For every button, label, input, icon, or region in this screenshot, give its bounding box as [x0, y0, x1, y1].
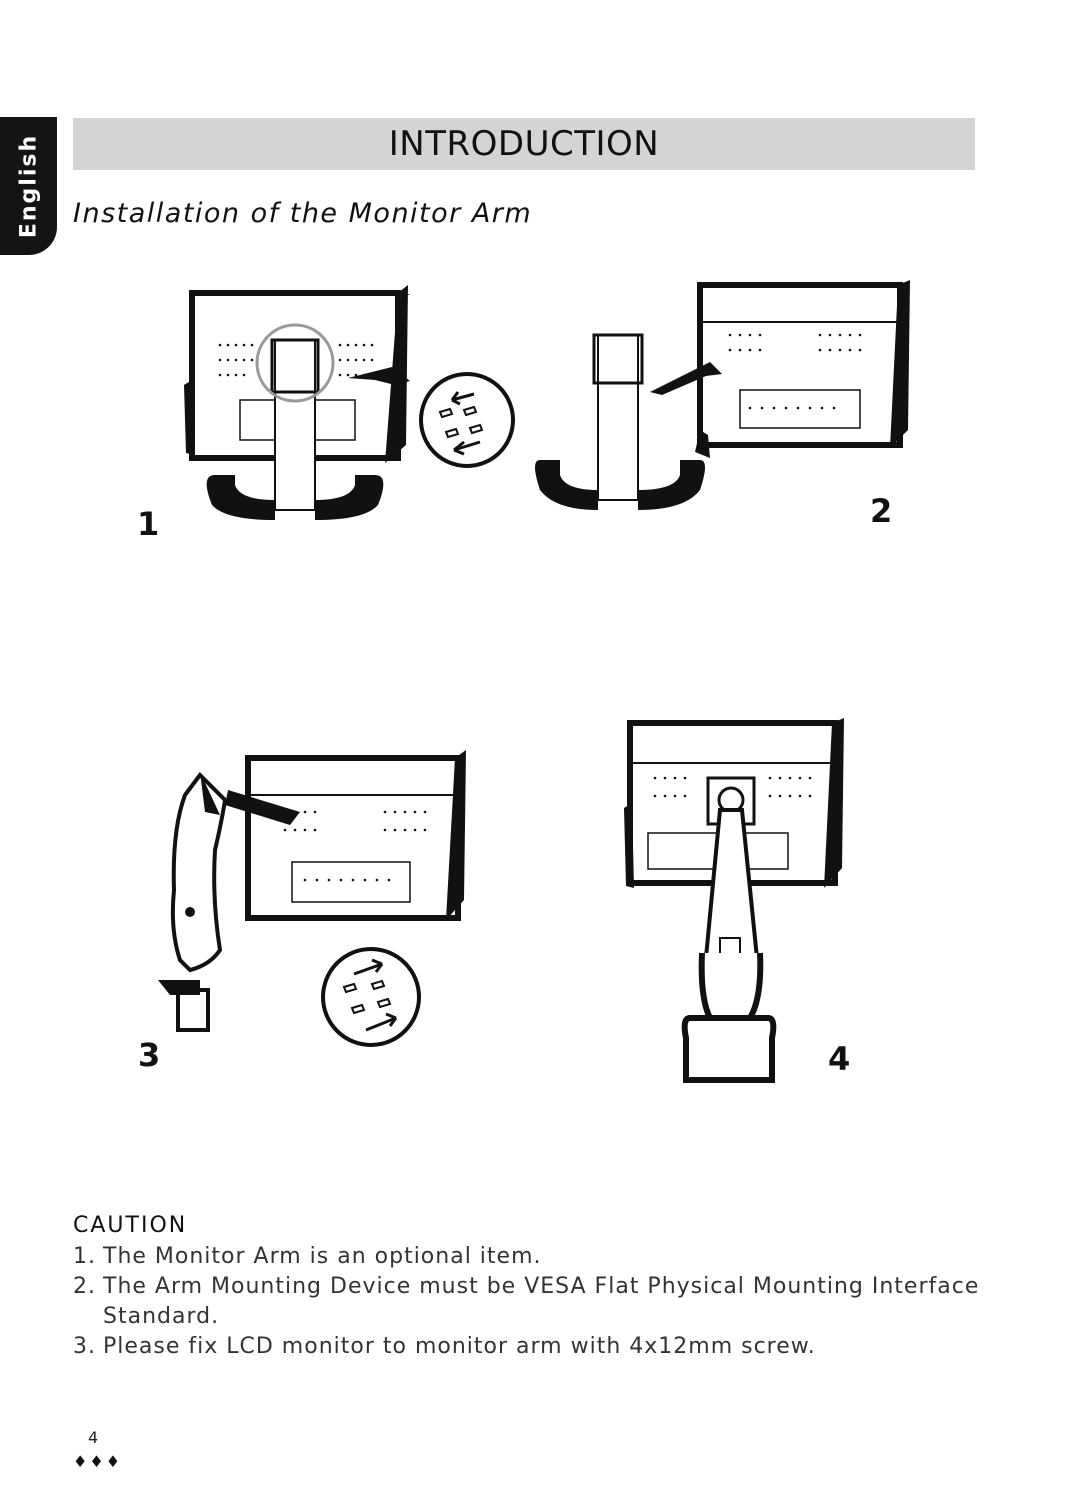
- list-item-text: Please fix LCD monitor to monitor arm wi…: [103, 1334, 816, 1359]
- section-header: INTRODUCTION: [73, 118, 975, 170]
- footer-ornament: ♦♦♦: [73, 1452, 123, 1471]
- page-number: 4: [88, 1428, 99, 1447]
- figure-step-1: [184, 285, 410, 520]
- language-tab: English: [0, 117, 57, 255]
- section-subtitle: Installation of the Monitor Arm: [73, 198, 533, 229]
- step-number-1: 1: [137, 505, 160, 543]
- step-number-2: 2: [870, 492, 893, 530]
- list-item-text: The Arm Mounting Device must be VESA Fla…: [103, 1274, 980, 1329]
- caution-section: CAUTION 1. The Monitor Arm is an optional…: [73, 1213, 1003, 1362]
- caution-heading: CAUTION: [73, 1213, 188, 1238]
- list-item: 2. The Arm Mounting Device must be VESA F…: [73, 1272, 1003, 1332]
- list-item-number: 1.: [73, 1244, 96, 1269]
- language-tab-label: English: [16, 133, 41, 239]
- step-number-3: 3: [138, 1036, 161, 1074]
- list-item: 1. The Monitor Arm is an optional item.: [73, 1242, 1003, 1272]
- list-item-number: 3.: [73, 1334, 96, 1359]
- screws-detail-icon: [321, 947, 421, 1047]
- figure-step-3: [158, 750, 466, 1032]
- screws-detail-icon: [419, 372, 515, 468]
- caution-list: 1. The Monitor Arm is an optional item. 2…: [73, 1242, 1003, 1362]
- figure-step-4: [624, 718, 844, 1083]
- list-item-number: 2.: [73, 1274, 96, 1299]
- list-item-text: The Monitor Arm is an optional item.: [103, 1244, 542, 1269]
- figure-step-2: [535, 280, 910, 510]
- list-item: 3. Please fix LCD monitor to monitor arm …: [73, 1332, 1003, 1362]
- step-number-4: 4: [828, 1040, 851, 1078]
- page-title: INTRODUCTION: [388, 124, 660, 164]
